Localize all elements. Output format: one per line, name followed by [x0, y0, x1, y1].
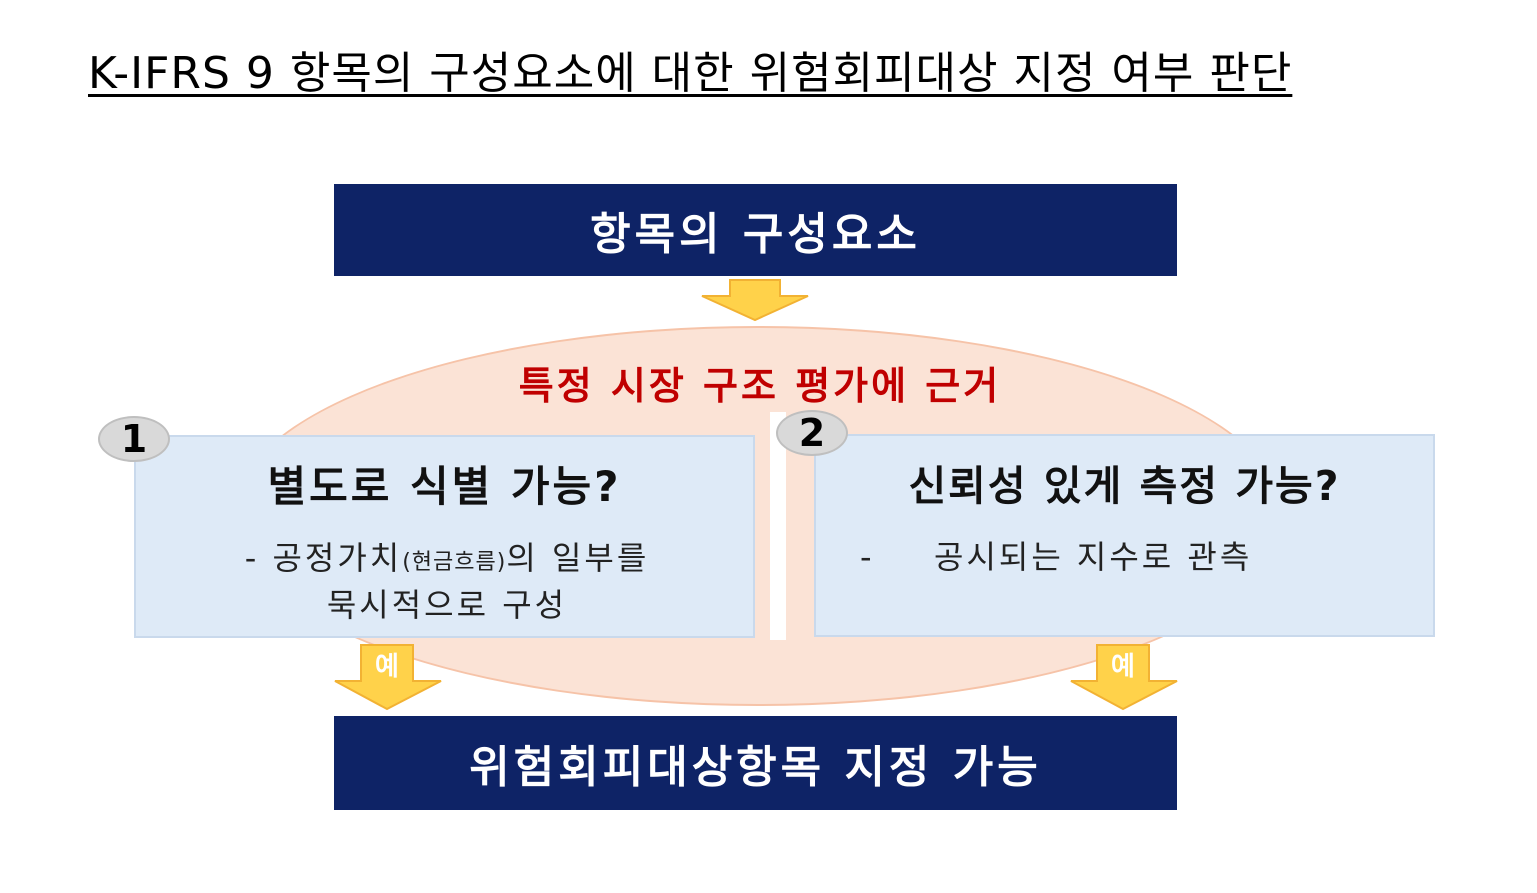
criterion-body-text: - 공정가치 [244, 539, 403, 577]
hedged-item-designation-box: 위험회피대상항목 지정 가능 [334, 716, 1177, 810]
criterion-heading: 신뢰성 있게 측정 가능? [908, 462, 1341, 510]
number-badge-1: 1 [98, 416, 170, 462]
number-badge-2: 2 [776, 410, 848, 456]
down-arrow-icon: 예 [334, 644, 442, 711]
page-title: K-IFRS 9 항목의 구성요소에 대한 위험회피대상 지정 여부 판단 [88, 48, 1293, 99]
criterion-card-2: 신뢰성 있게 측정 가능? - 공시되는 지수로 관측 [814, 434, 1435, 637]
yes-label: 예 [375, 652, 399, 682]
criterion-body-text: 의 일부를 [506, 539, 650, 577]
criterion-body: 공시되는 지수로 관측 [934, 538, 1253, 576]
criterion-body-line2: 묵시적으로 구성 [326, 586, 568, 624]
criterion-card-1: 별도로 식별 가능? - 공정가치(현금흐름)의 일부를 묵시적으로 구성 [134, 435, 755, 638]
item-components-box: 항목의 구성요소 [334, 184, 1177, 276]
ellipse-label: 특정 시장 구조 평가에 근거 [518, 364, 1002, 408]
criterion-heading: 별도로 식별 가능? [267, 462, 622, 511]
down-arrow-icon: 예 [1070, 644, 1178, 711]
divider [770, 412, 786, 640]
criterion-body: - 공정가치(현금흐름)의 일부를 묵시적으로 구성 [162, 537, 732, 626]
yes-label: 예 [1111, 652, 1135, 682]
criterion-body-small: (현금흐름) [402, 550, 507, 575]
bullet-dash: - [860, 538, 872, 576]
down-arrow-icon [701, 279, 809, 322]
